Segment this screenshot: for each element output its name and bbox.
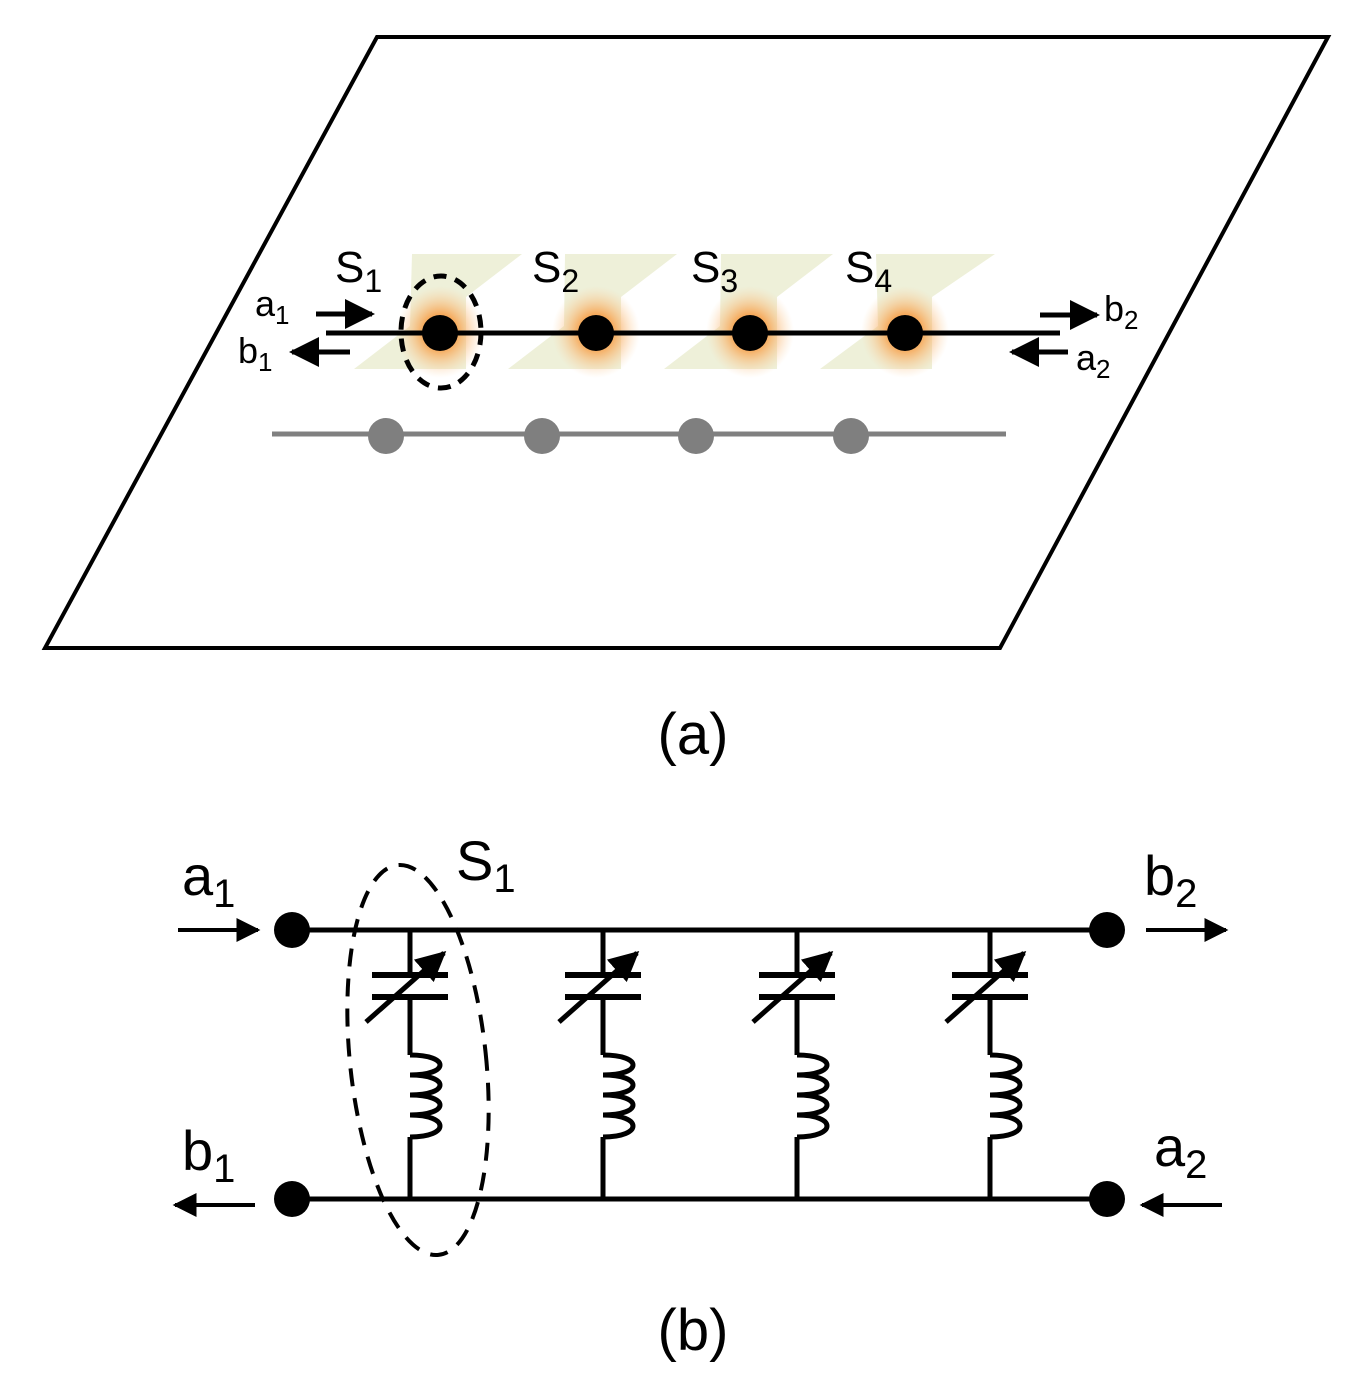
panel-a: S1 S2 S3 S4 a1 b1 b2 a2 (a): [41, 35, 1332, 767]
panel-b: S1 a1 b1 b2 a2 (b): [172, 829, 1229, 1363]
tuning-arrow: [557, 951, 640, 1024]
shadow-dot-2: [524, 418, 560, 454]
caption-a: (a): [658, 702, 729, 767]
branch-2: [557, 930, 641, 1199]
tuning-arrow: [944, 951, 1027, 1024]
label-b1: b1: [238, 330, 273, 377]
scatterer-dot-3: [732, 315, 768, 351]
scatterer-dot-4: [887, 315, 923, 351]
scatterer-dot-2: [578, 315, 614, 351]
branch-3: [751, 930, 835, 1199]
label-b2: b2: [1104, 288, 1139, 335]
scatterer-cones: [354, 254, 995, 378]
label-s3: S3: [691, 243, 738, 299]
tuning-arrow: [364, 951, 447, 1024]
inductor-coil: [409, 1052, 443, 1140]
terminal-top-right: [1089, 912, 1125, 948]
label-a1: a1: [255, 283, 290, 330]
terminal-bottom-left: [274, 1181, 310, 1217]
label-b-b1: b1: [182, 1119, 235, 1191]
label-b-a2: a2: [1154, 1115, 1207, 1187]
inductor-coil: [602, 1052, 636, 1140]
branch-1: [364, 930, 448, 1199]
shadow-dot-4: [833, 418, 869, 454]
inductor-coil: [796, 1052, 830, 1140]
plane-outline: [41, 35, 1332, 650]
branch-4: [944, 930, 1028, 1199]
shadow-dot-3: [678, 418, 714, 454]
shadow-dot-1: [368, 418, 404, 454]
s1-cell-ellipse: [345, 862, 491, 1258]
caption-b: (b): [658, 1298, 729, 1363]
inductor-coil: [989, 1052, 1023, 1140]
label-s1-cell: S1: [456, 829, 516, 901]
tuning-arrow: [751, 951, 834, 1024]
label-b-b2: b2: [1144, 844, 1197, 916]
scatterer-dot-1: [422, 315, 458, 351]
label-b-a1: a1: [182, 844, 235, 916]
label-s2: S2: [532, 243, 579, 299]
label-a2: a2: [1076, 337, 1111, 384]
terminal-bottom-right: [1089, 1181, 1125, 1217]
terminal-top-left: [274, 912, 310, 948]
s1-highlight-ellipse: [398, 273, 484, 391]
label-s4: S4: [845, 243, 892, 299]
label-s1: S1: [335, 243, 382, 299]
